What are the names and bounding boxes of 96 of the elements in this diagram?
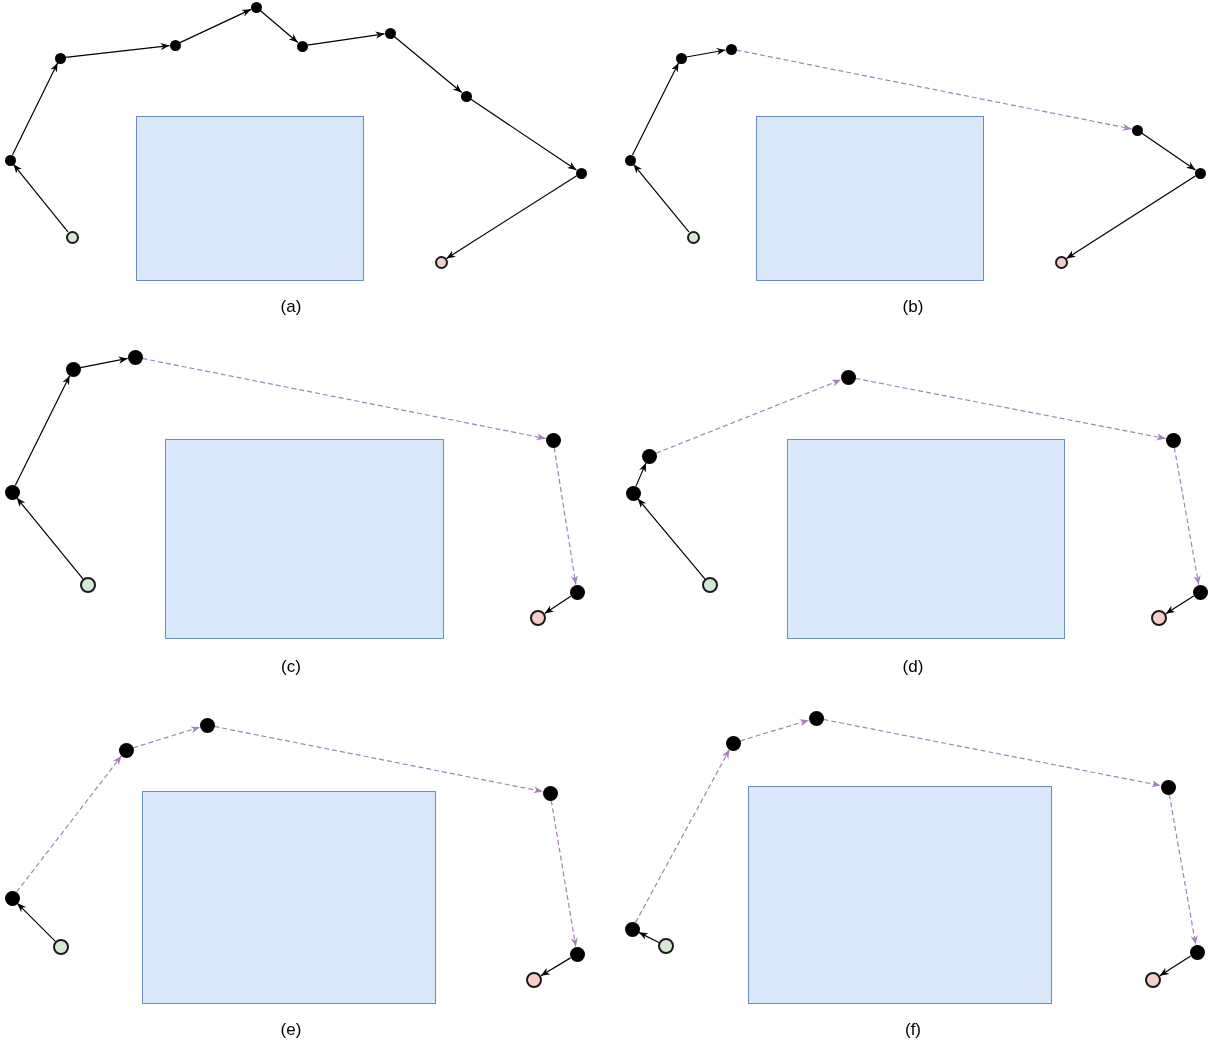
end-point	[1151, 610, 1167, 626]
waypoint	[1160, 779, 1176, 795]
panel-rectangle	[136, 116, 364, 281]
start-point	[65, 230, 79, 244]
arrow	[259, 9, 299, 44]
arrow	[822, 718, 1162, 788]
end-point	[434, 255, 448, 269]
arrow	[15, 755, 122, 893]
waypoint	[169, 39, 181, 51]
waypoint	[384, 27, 396, 39]
arrow	[550, 799, 578, 948]
arrow	[655, 379, 842, 454]
arrow	[544, 595, 572, 615]
arrow	[631, 62, 680, 156]
panel-caption: (c)	[281, 658, 301, 675]
waypoint	[624, 921, 640, 937]
waypoint	[4, 890, 20, 906]
waypoint	[625, 485, 641, 501]
waypoint	[569, 584, 585, 600]
arrow	[1165, 595, 1195, 615]
waypoint	[624, 154, 636, 166]
waypoint	[840, 369, 856, 385]
panel-rectangle	[165, 439, 444, 639]
arrow	[553, 446, 578, 586]
waypoint	[569, 946, 585, 962]
arrow	[854, 377, 1167, 441]
waypoint	[4, 484, 20, 500]
waypoint	[296, 40, 308, 52]
arrow	[16, 497, 84, 580]
arrow	[306, 31, 386, 46]
arrow	[638, 931, 660, 943]
panel-caption: (d)	[902, 658, 924, 675]
arrow	[635, 462, 647, 487]
waypoint	[1165, 432, 1181, 448]
arrow	[393, 35, 463, 94]
panel-caption: (f)	[905, 1021, 921, 1038]
arrow	[637, 498, 706, 580]
waypoint	[460, 90, 472, 102]
start-point	[702, 577, 718, 593]
waypoint	[127, 349, 143, 365]
end-point	[530, 610, 546, 626]
panel-caption: (e)	[280, 1021, 302, 1038]
waypoint	[542, 785, 558, 801]
waypoint	[1194, 167, 1206, 179]
end-point	[526, 972, 542, 988]
waypoint	[1189, 944, 1205, 960]
arrow	[179, 8, 252, 44]
start-point	[686, 230, 700, 244]
arrow	[685, 48, 727, 58]
waypoint	[1192, 584, 1208, 600]
waypoint	[725, 735, 741, 751]
arrow	[1140, 132, 1197, 171]
panel-caption: (a)	[280, 298, 302, 315]
waypoint	[808, 710, 824, 726]
panel-rectangle	[142, 791, 436, 1004]
waypoint	[1131, 124, 1143, 136]
panel-rectangle	[756, 116, 984, 281]
arrow	[14, 375, 71, 486]
arrow	[1168, 793, 1198, 946]
waypoint	[725, 43, 737, 55]
arrow	[635, 749, 730, 923]
waypoint	[641, 448, 657, 464]
panel-caption: (b)	[902, 298, 924, 315]
arrow	[64, 43, 171, 58]
arrow	[11, 62, 59, 156]
arrow	[141, 357, 547, 441]
arrow	[12, 163, 69, 233]
arrow	[1065, 175, 1196, 260]
panel-rectangle	[748, 786, 1052, 1004]
end-point	[1054, 255, 1068, 269]
arrow	[469, 98, 578, 171]
waypoint	[4, 154, 16, 166]
arrow	[213, 725, 544, 794]
waypoint	[54, 52, 66, 64]
start-point	[658, 938, 674, 954]
panel-rectangle	[787, 439, 1065, 639]
waypoint	[575, 167, 587, 179]
start-point	[80, 577, 96, 593]
waypoint	[250, 1, 262, 13]
arrow	[16, 902, 56, 942]
arrow	[739, 719, 810, 742]
arrow	[632, 163, 690, 233]
waypoint	[118, 742, 134, 758]
arrow	[540, 957, 572, 977]
waypoint	[545, 432, 561, 448]
arrow	[1173, 446, 1201, 586]
waypoint	[199, 717, 215, 733]
arrow	[132, 726, 201, 749]
arrow	[79, 356, 129, 369]
arrow	[1159, 955, 1192, 977]
arrow	[735, 49, 1133, 131]
waypoint	[675, 52, 687, 64]
arrow	[445, 175, 577, 260]
waypoint	[65, 361, 81, 377]
end-point	[1145, 972, 1161, 988]
start-point	[53, 939, 69, 955]
